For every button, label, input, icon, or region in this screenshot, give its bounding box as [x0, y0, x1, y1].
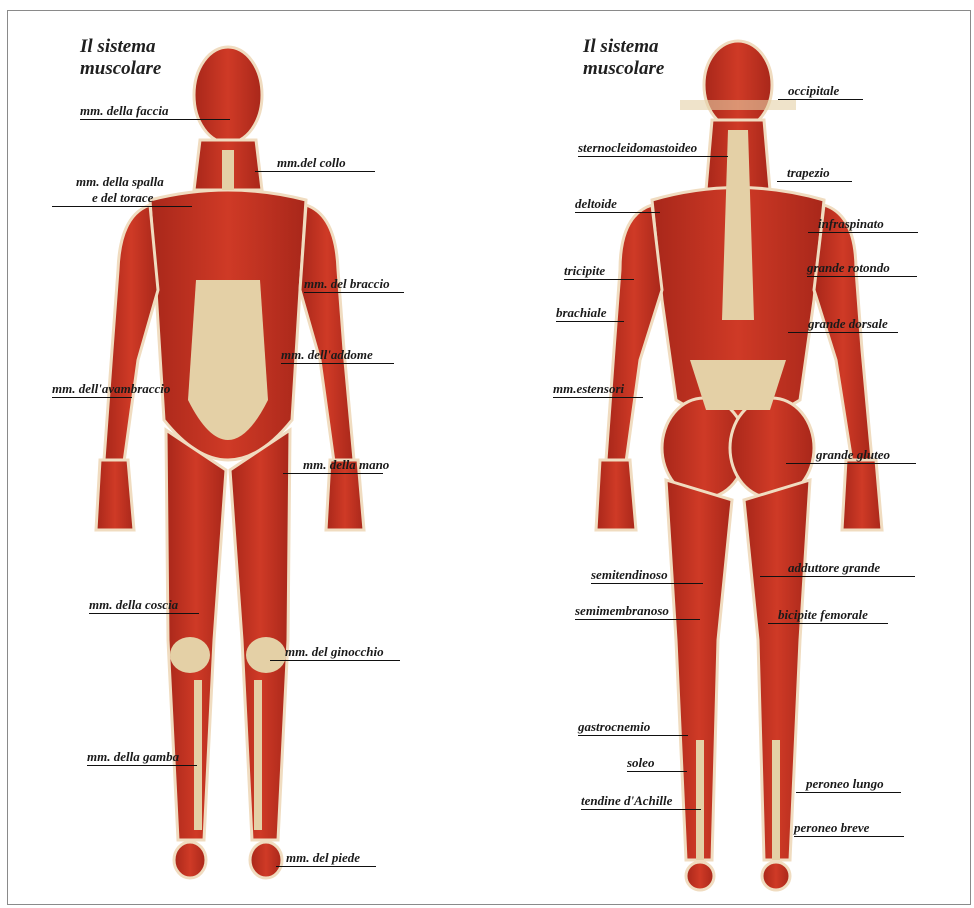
label-gamba: mm. della gamba: [87, 749, 197, 766]
label-ginocchio: mm. del ginocchio: [285, 644, 400, 661]
label-piede: mm. del piede: [286, 850, 376, 867]
label-braccio: mm. del braccio: [304, 276, 404, 293]
label-avambraccio: mm. dell'avambraccio: [52, 381, 170, 398]
label-soleo: soleo: [627, 755, 687, 772]
label-deltoide: deltoide: [575, 196, 660, 213]
label-torace: e del torace: [92, 190, 192, 207]
label-occipitale: occipitale: [788, 83, 863, 100]
label-tricipite: tricipite: [564, 263, 634, 280]
back-title: Il sistema muscolare: [583, 36, 664, 80]
front-title-line-2: muscolare: [80, 58, 161, 80]
label-grande-rotondo: grande rotondo: [807, 260, 917, 277]
label-tendine-achille: tendine d'Achille: [581, 793, 701, 810]
label-grande-gluteo: grande gluteo: [816, 447, 916, 464]
label-brachiale: brachiale: [556, 305, 624, 322]
label-infraspinato: infraspinato: [818, 216, 918, 233]
front-title: Il sistema muscolare: [80, 36, 161, 80]
label-gastrocnemio: gastrocnemio: [578, 719, 688, 736]
label-collo: mm.del collo: [277, 155, 375, 172]
front-title-line-1: Il sistema: [80, 36, 161, 58]
label-coscia: mm. della coscia: [89, 597, 199, 614]
label-spalla: mm. della spalla: [76, 174, 164, 189]
label-peroneo-breve: peroneo breve: [794, 820, 904, 837]
label-mano: mm. della mano: [303, 457, 389, 474]
label-bicipite-femorale: bicipite femorale: [778, 607, 888, 624]
label-trapezio: trapezio: [787, 165, 852, 182]
label-sternocleidomastoideo: sternocleidomastoideo: [578, 140, 728, 157]
back-title-line-2: muscolare: [583, 58, 664, 80]
label-grande-dorsale: grande dorsale: [808, 316, 898, 333]
label-adduttore-grande: adduttore grande: [788, 560, 915, 577]
label-faccia: mm. della faccia: [80, 103, 230, 120]
label-estensori: mm.estensori: [553, 381, 643, 398]
label-peroneo-lungo: peroneo lungo: [806, 776, 901, 793]
back-title-line-1: Il sistema: [583, 36, 664, 58]
label-semitendinoso: semitendinoso: [591, 567, 703, 584]
label-semimembranoso: semimembranoso: [575, 603, 700, 620]
label-addome: mm. dell'addome: [281, 347, 394, 364]
